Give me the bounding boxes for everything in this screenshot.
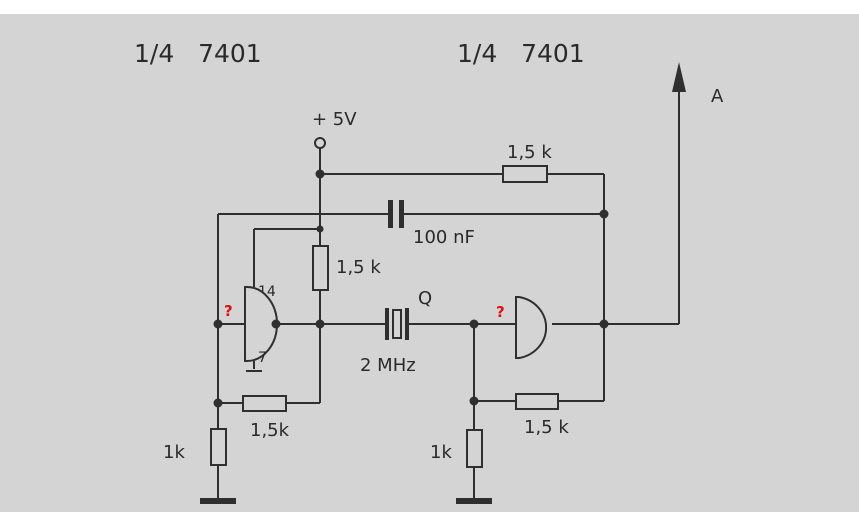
junction-right-bottom xyxy=(469,396,479,406)
capacitor-plate-right xyxy=(399,200,404,228)
output-arrow xyxy=(672,62,686,92)
junction-left-bottom xyxy=(213,398,223,408)
resistor-left-pullup-label: 1,5 k xyxy=(336,257,381,278)
output-label: A xyxy=(711,86,724,107)
resistor-left-ground xyxy=(210,428,227,466)
paper-background xyxy=(0,14,859,512)
right-input-unknown-mark: ? xyxy=(496,303,505,321)
junction-cap-right xyxy=(599,209,609,219)
right-gate xyxy=(515,296,548,359)
supply-terminal xyxy=(314,137,326,149)
resistor-right-bottom-label: 1,5 k xyxy=(524,417,569,438)
crystal-plate-left xyxy=(385,308,389,340)
crystal-frequency-label: 2 MHz xyxy=(360,355,416,376)
right-ground-symbol xyxy=(456,498,492,504)
junction-left-input xyxy=(213,319,223,329)
resistor-left-pullup xyxy=(312,245,329,291)
junction-vcc-pin xyxy=(316,225,324,233)
junction-crystal-right xyxy=(469,319,479,329)
crystal-body xyxy=(392,309,402,339)
resistor-left-bottom xyxy=(242,395,287,412)
crystal-plate-right xyxy=(405,308,409,340)
resistor-top-feedback-label: 1,5 k xyxy=(507,142,552,163)
supply-label: + 5V xyxy=(312,109,357,130)
capacitor-label: 100 nF xyxy=(413,227,475,248)
right-gate-type-label: 1/4 7401 xyxy=(457,39,585,68)
left-gate-type-label: 1/4 7401 xyxy=(134,39,262,68)
resistor-right-ground-label: 1k xyxy=(430,442,452,463)
resistor-right-bottom xyxy=(515,393,559,410)
junction-supply-top xyxy=(315,169,325,179)
resistor-left-ground-label: 1k xyxy=(163,442,185,463)
left-gate-output-bubble xyxy=(271,319,281,329)
junction-left-gate-output xyxy=(315,319,325,329)
left-ground-symbol xyxy=(200,498,236,504)
gnd-pin-label: 7 xyxy=(258,350,267,366)
resistor-top-feedback xyxy=(502,165,548,183)
resistor-left-bottom-label: 1,5k xyxy=(250,420,290,441)
crystal-name-label: Q xyxy=(418,288,432,309)
capacitor-plate-left xyxy=(388,200,393,228)
left-input-unknown-mark: ? xyxy=(224,302,233,320)
junction-right-output xyxy=(599,319,609,329)
resistor-right-ground xyxy=(466,429,483,468)
